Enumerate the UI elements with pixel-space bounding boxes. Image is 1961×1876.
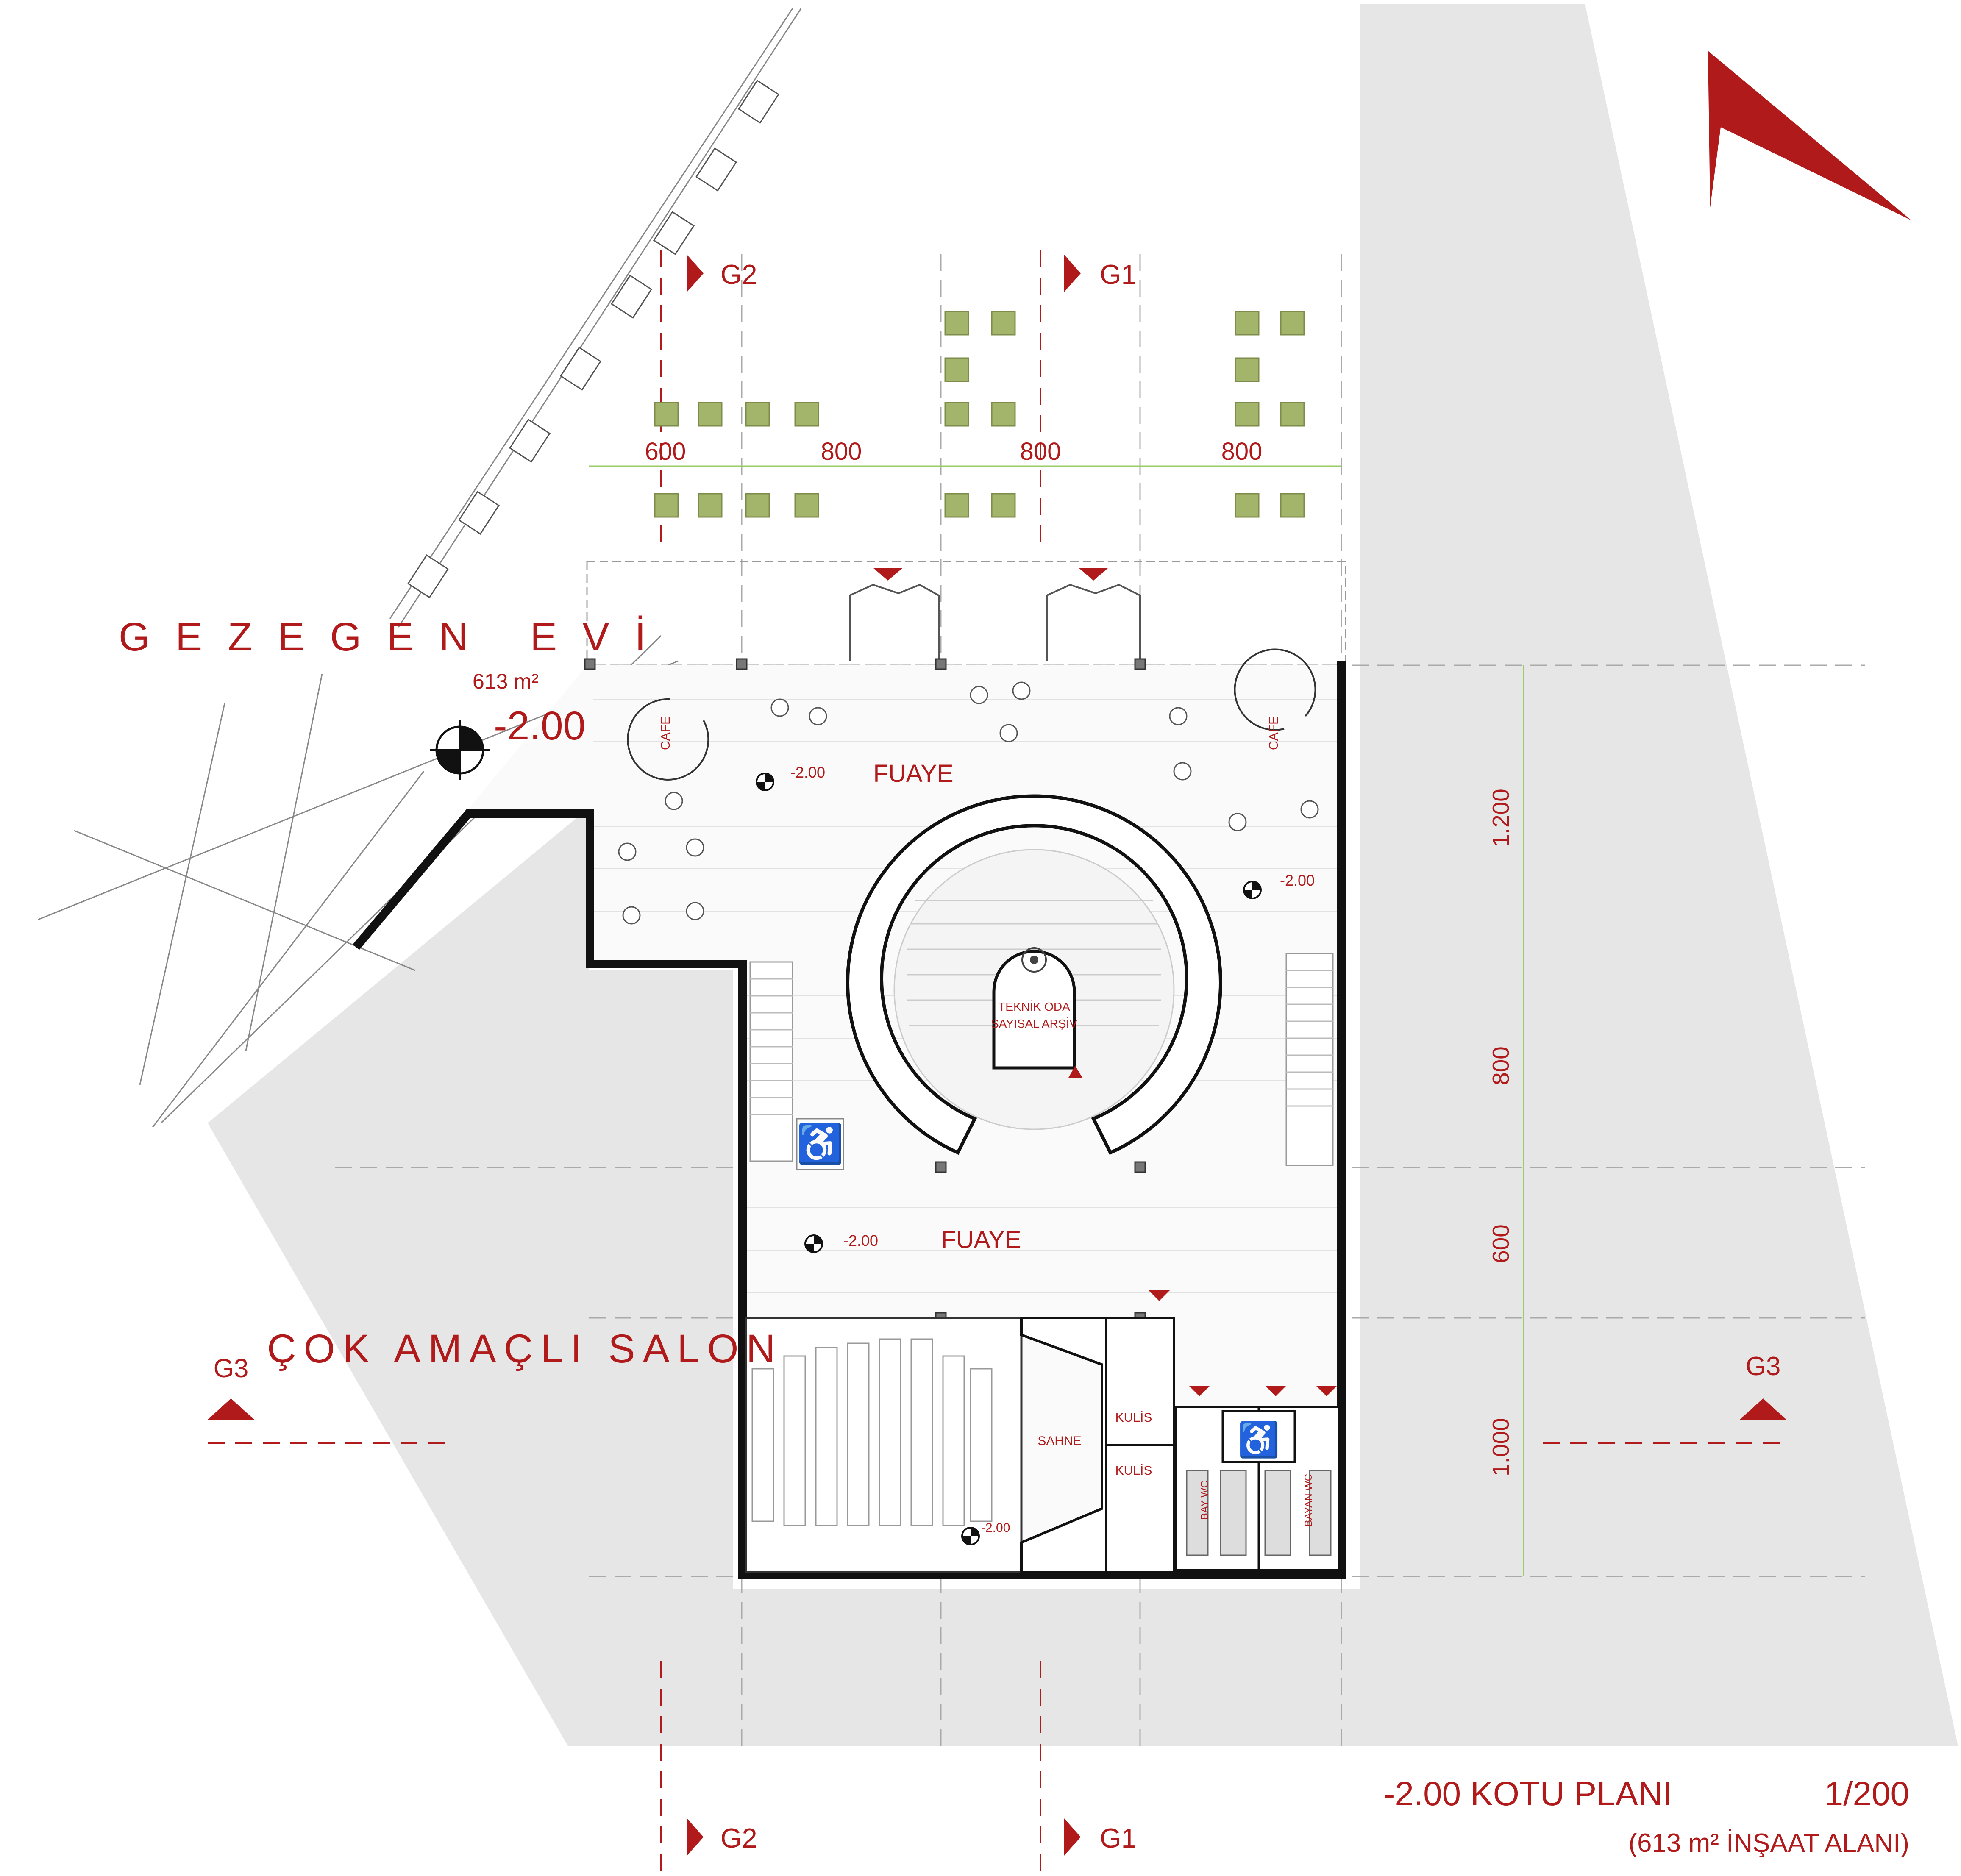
grid-dim-top-2: 800 [821,438,862,465]
door-marker-icon [1068,1066,1083,1078]
room-cafe-right: CAFE [1267,716,1281,750]
room-wc-women: BAYAN WC [1303,1474,1314,1526]
north-arrow-icon [1708,51,1911,220]
accessible-wc [1221,1410,1296,1463]
drawing-title: -2.00 KOTU PLANI [1384,1775,1672,1812]
grid-dim-right-2: 800 [1488,1046,1514,1085]
entrance-doors [849,584,1141,661]
columns [584,658,1146,1324]
cafe-counters [627,648,1316,781]
level-mark-3: -2.00 [843,1232,878,1249]
grid-dim-right-3: 600 [1488,1224,1514,1263]
drawing-scale: 1/200 [1825,1775,1909,1812]
room-wc-men: BAY WC [1199,1481,1210,1520]
exterior-wall [353,661,1346,1579]
level-mark-2: -2.00 [1280,872,1315,889]
door-marker-icon [1265,1386,1286,1396]
entrance-marker-icon [873,568,903,581]
grid-dim-top-4: 800 [1221,438,1263,465]
room-foyer-upper: FUAYE [873,760,953,787]
cafe-tables [618,681,1319,925]
grid-dim-top-3: 800 [1020,438,1061,465]
grid-dim-top-1: 600 [645,438,686,465]
level-mark-4: -2.00 [981,1521,1010,1535]
grid-dim-right-1: 1.200 [1488,789,1514,847]
drawing-subtitle: (613 m² İNŞAAT ALANI) [1628,1829,1909,1858]
projector-center-icon [1030,956,1038,964]
projector-icon [1021,947,1047,973]
room-technical-line2: SAYISAL ARŞİV [991,1017,1077,1030]
section-g3-left: G3 [214,1354,249,1383]
section-lines [208,250,1780,1873]
technical-room [992,950,1076,1070]
entrance-level: -2.00 [494,703,586,748]
section-g2-bottom: G2 [720,1823,757,1854]
entrance-canopy [586,561,1346,666]
level-mark-1: -2.00 [790,764,825,781]
room-backstage-2: KULİS [1115,1464,1152,1478]
door-marker-icon [1316,1386,1337,1396]
section-arrows [208,254,1786,1856]
elevator [796,1118,844,1170]
level-symbol-small [756,773,1262,1545]
room-foyer-lower: FUAYE [941,1226,1021,1253]
wheelchair-icon: ♿ [796,1122,844,1165]
building-name: GEZEGEN EVİ [119,614,671,659]
stairs-left [749,961,793,1162]
stairs-right [1285,953,1334,1166]
parking-tables [407,80,780,598]
room-cafe-left: CAFE [659,716,673,750]
section-g1-top: G1 [1100,259,1137,290]
door-marker-icon [1189,1386,1210,1396]
room-stage: SAHNE [1038,1434,1081,1448]
grid-dim-right-4: 1.000 [1488,1418,1514,1476]
wc-fixtures [1186,1470,1332,1556]
entrance-marker-icon [1079,568,1108,581]
tree-planters [654,311,1305,518]
room-technical-line1: TEKNİK ODA [998,1000,1070,1013]
wheelchair-icon: ♿ [1238,1420,1280,1459]
door-marker-icon [1149,1290,1170,1301]
section-g2-top: G2 [720,259,757,290]
planetarium-dome-wall [846,794,1222,1155]
level-symbol-main [430,720,490,780]
room-multipurpose-hall: ÇOK AMAÇLI SALON [267,1326,783,1371]
section-g1-bottom: G1 [1100,1823,1137,1854]
room-backstage-1: KULİS [1115,1411,1152,1425]
section-g3-right: G3 [1746,1352,1781,1381]
site-ground-left [208,809,733,1746]
building-area: 613 m² [473,670,539,693]
hall-seating [751,1338,993,1526]
